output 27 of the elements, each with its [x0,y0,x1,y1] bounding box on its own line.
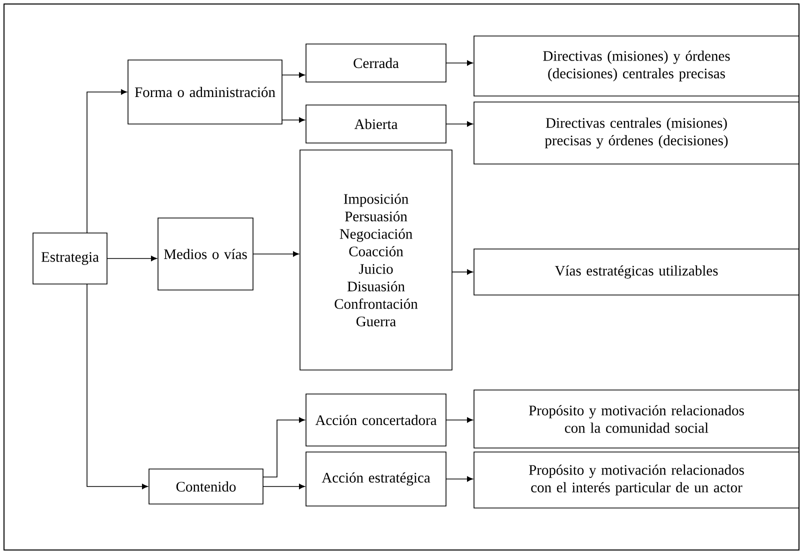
text-box: Vías estratégicas utilizables [474,248,800,296]
arrow [452,269,473,275]
text-box: Abierta [306,104,446,144]
arrow [252,251,299,257]
text-box: Contenido [148,468,264,504]
text-box: Estrategia [32,232,108,284]
text-box: Propósito y motivación relacionados con el interés particular de un actor [474,452,800,508]
text-box: Directivas centrales (misiones) precisas y órdenes (decisiones) [474,102,800,164]
arrow [262,484,305,490]
arrow [446,417,473,423]
arrow [446,121,473,127]
text-box: Acción concertadora [306,394,446,446]
list-box: Imposición Persuasión Negociación Coacción Juicio Disuasión Confrontación Guerra [300,150,452,370]
arrow [446,60,473,66]
arrow [86,89,127,234]
arrow [446,476,473,482]
text-box: Acción estratégica [306,452,446,506]
text-box: Propósito y motivación relacionados con la comunidad social [474,390,800,448]
text-box: Directivas (misiones) y órdenes (decisiones) centrales precisas [474,36,800,96]
text-box: Medios o vías [158,218,254,290]
text-box: Forma o administración [128,60,282,124]
text-box: Cerrada [306,44,446,82]
arrow [106,256,157,262]
arrow [262,417,305,478]
arrow [282,117,305,123]
arrow [282,72,305,78]
arrow [86,284,148,490]
